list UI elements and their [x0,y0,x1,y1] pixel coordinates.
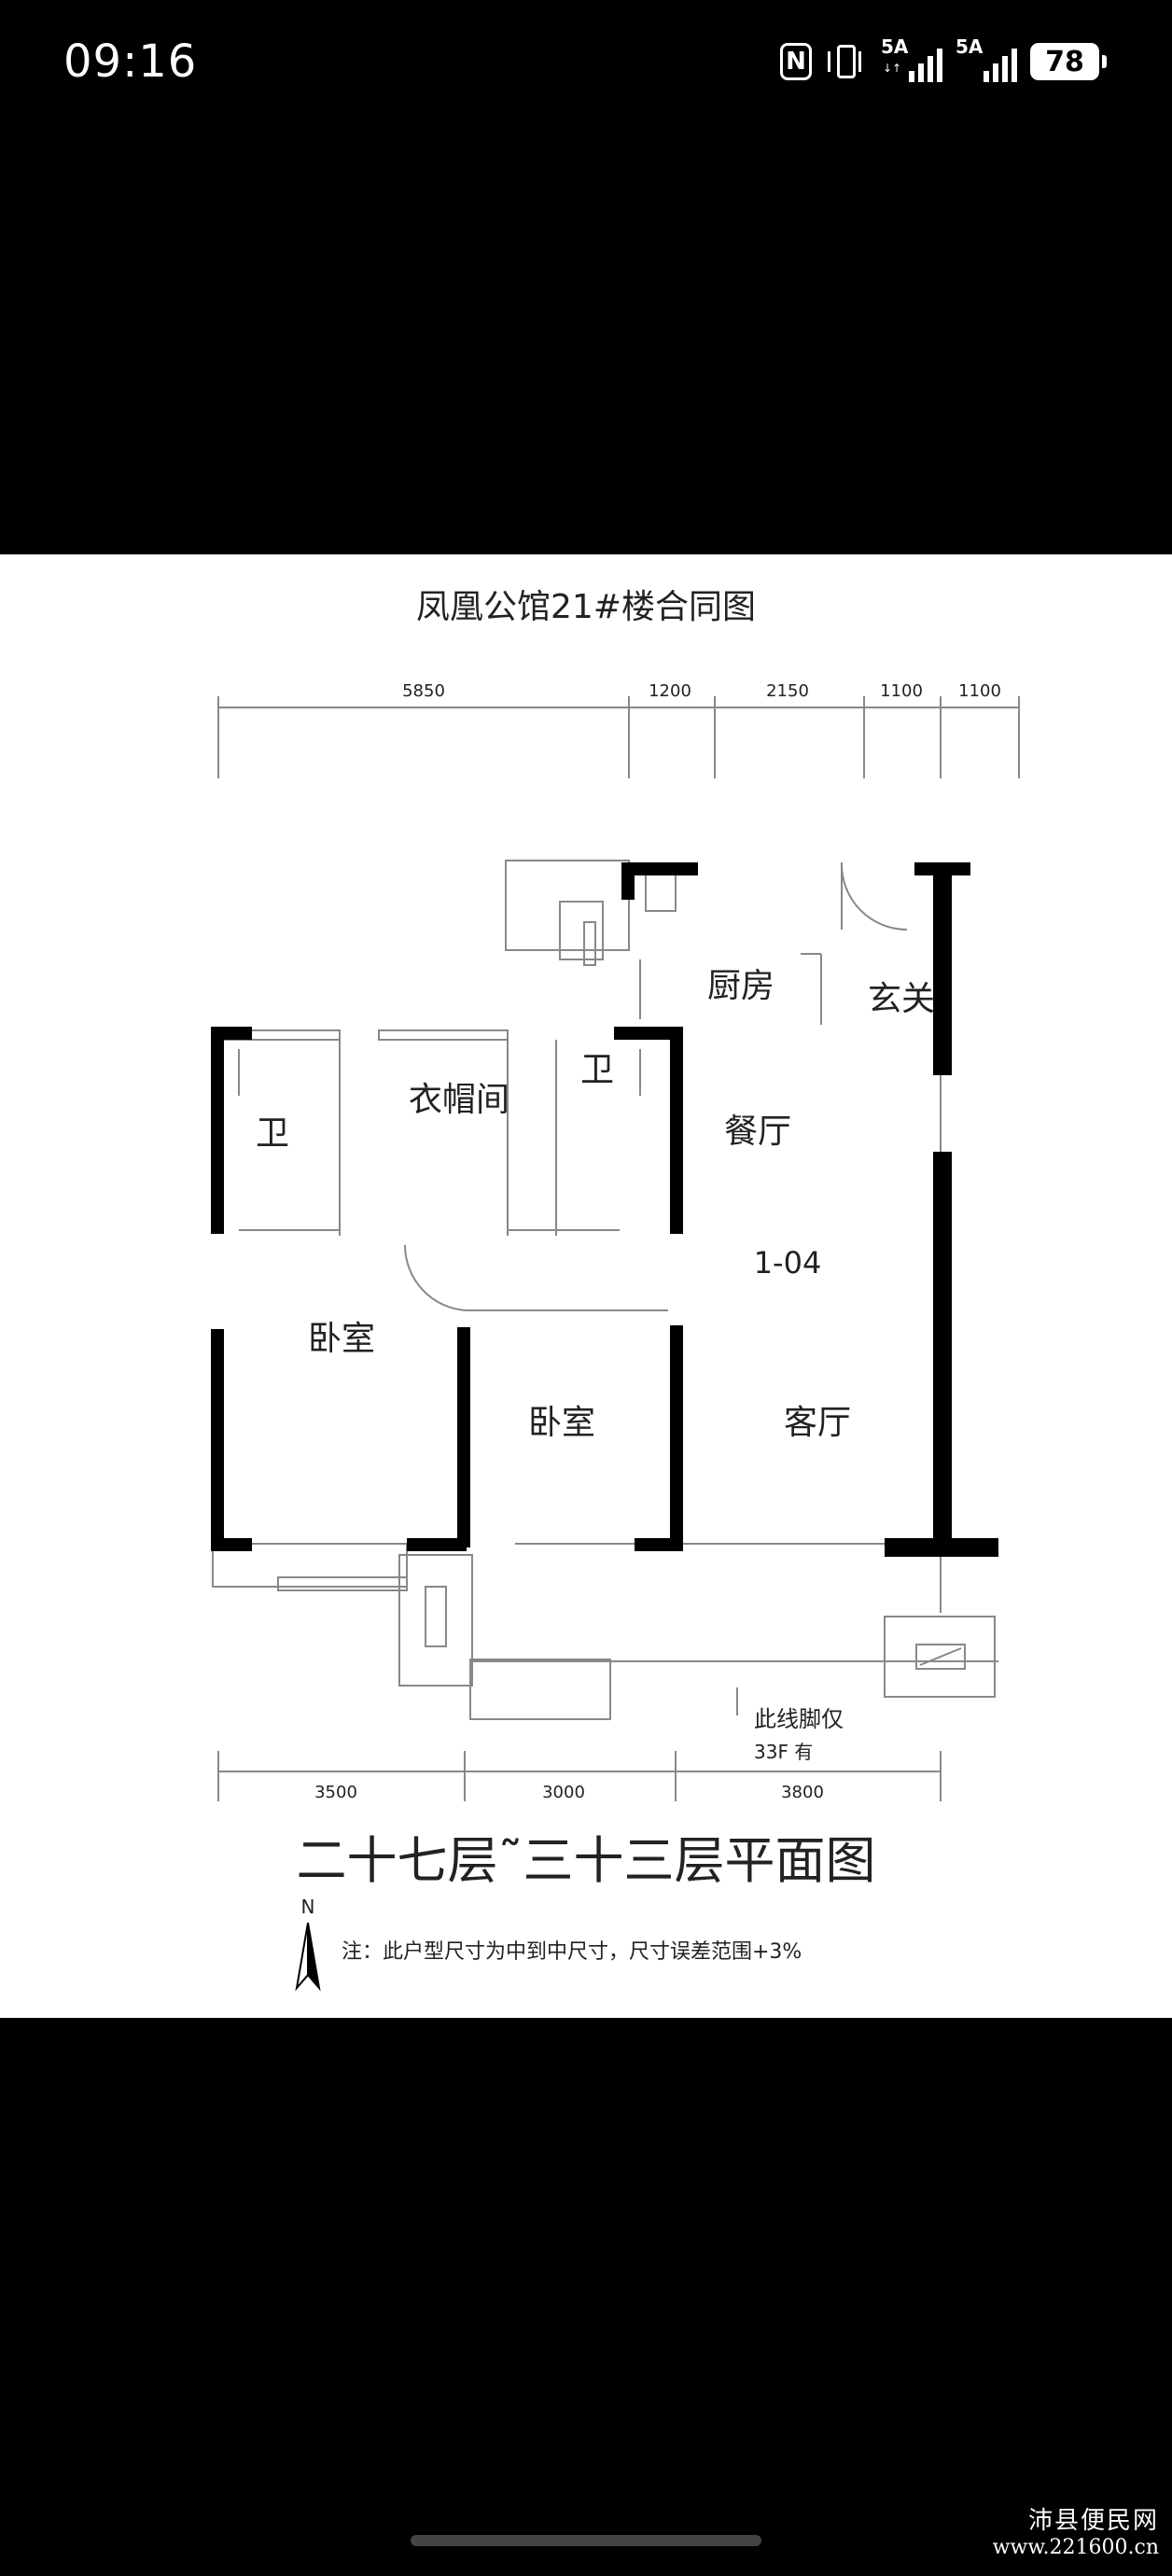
unit-number: 1-04 [754,1245,822,1281]
room-label-kitchen: 厨房 [707,967,774,1005]
north-label: N [301,1896,315,1918]
battery-icon: 78 [1030,43,1107,80]
signal-icon-sim1: 5A ↓↑ [881,35,942,82]
battery-level: 78 [1030,43,1099,80]
signal-icon-sim2: 5A [956,35,1017,82]
top-dimension-line [217,696,1020,778]
floor-title: 二十七层˜三十三层平面图 [297,1831,876,1890]
room-label-master-bedroom: 卧室 [308,1320,375,1358]
top-dim-label: 1200 [649,681,691,701]
clock: 09:16 [63,35,198,88]
top-dim-label: 1100 [958,681,1001,701]
home-indicator[interactable] [411,2535,761,2546]
room-label-entrance: 玄关 [868,980,935,1018]
room-label-dining: 餐厅 [724,1113,791,1151]
walls [211,862,998,1557]
north-arrow-icon: N [295,1896,321,1992]
status-bar: 09:16 N 5A ↓↑ 5A 78 [0,0,1172,131]
floorplan-title: 凤凰公馆21#楼合同图 [416,588,756,626]
bottom-dim-label: 3800 [781,1783,824,1802]
network-type-label: 5A [881,35,909,58]
bottom-dimension-line [217,1751,942,1801]
floorplan-image[interactable]: 凤凰公馆21#楼合同图 5850 1200 2150 1100 1100 [0,554,1172,2018]
top-dim-label: 5850 [402,681,445,701]
note-line-2: 33F 有 [754,1741,813,1763]
network-type-label: 5A [956,35,984,58]
disclaimer: 注：此户型尺寸为中到中尺寸，尺寸误差范围+3% [342,1940,802,1964]
bottom-dim-label: 3000 [542,1783,585,1802]
bottom-dim-label: 3500 [314,1783,357,1802]
status-icons: N 5A ↓↑ 5A 78 [780,35,1107,82]
note-line-1: 此线脚仅 [754,1706,844,1732]
watermark-line-2: www.221600.cn [992,2536,1159,2559]
watermark-line-1: 沛县便民网 [1027,2507,1159,2535]
room-label-bath-right: 卫 [580,1051,614,1089]
room-label-bath-left: 卫 [256,1114,289,1153]
room-label-bedroom: 卧室 [528,1404,595,1442]
top-dim-label: 1100 [880,681,923,701]
room-label-living: 客厅 [784,1404,851,1442]
top-dim-label: 2150 [766,681,809,701]
watermark: 沛县便民网 www.221600.cn [993,2501,1159,2559]
vibrate-icon [825,43,868,80]
nfc-icon: N [780,43,812,80]
room-label-cloakroom: 衣帽间 [409,1081,509,1119]
